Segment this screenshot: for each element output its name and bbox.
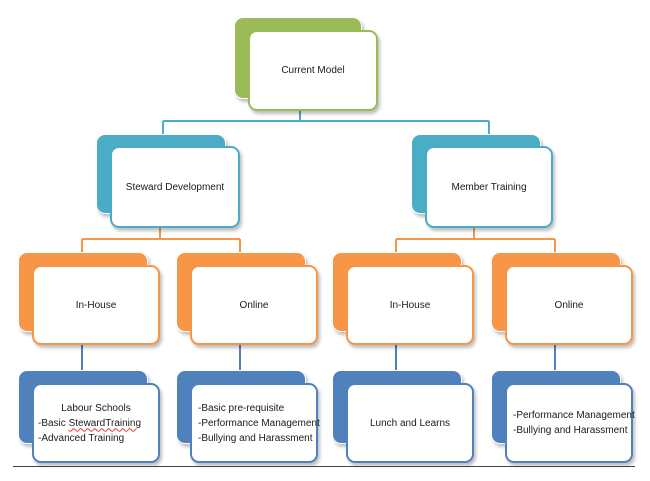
detail-line: -Performance Management — [513, 410, 635, 421]
node-front: -Basic pre-requisite -Performance Manage… — [190, 383, 320, 463]
node-label: In-House — [75, 299, 117, 311]
node-label: Online — [239, 299, 269, 311]
node-label: Current Model — [281, 65, 345, 76]
bottom-rule — [13, 466, 635, 467]
detail-line: -Bullying and Harassment — [198, 432, 313, 444]
node-front: In-House — [32, 265, 160, 345]
node-front: Labour Schools -Basic StewardTraining -A… — [32, 383, 160, 463]
detail-line: Labour Schools — [61, 402, 131, 414]
node-label: Member Training — [451, 181, 527, 193]
node-label: In-House — [389, 299, 431, 311]
detail-line: Lunch and Learns — [369, 417, 451, 429]
detail-line: -Advanced Training — [38, 432, 125, 444]
node-front: Online — [190, 265, 318, 345]
detail-line: -Basic pre-requisite — [198, 402, 285, 414]
node-front: -Performance Management -Bullying and Ha… — [505, 383, 635, 463]
node-front: Online — [505, 265, 633, 345]
detail-line: -Bullying and Harassment — [513, 425, 628, 436]
detail-line: -Performance Management — [198, 417, 320, 429]
node-label: Online — [554, 299, 584, 311]
node-label: Steward Development — [125, 181, 225, 193]
node-front: Steward Development — [110, 146, 240, 228]
node-front: In-House — [346, 265, 474, 345]
node-front: Member Training — [425, 146, 553, 228]
detail-line: -Basic StewardTraining — [38, 417, 142, 429]
node-front: Lunch and Learns — [346, 383, 474, 463]
spellcheck-underline: StewardTraining — [68, 417, 142, 429]
node-front: Current Model — [248, 30, 378, 111]
